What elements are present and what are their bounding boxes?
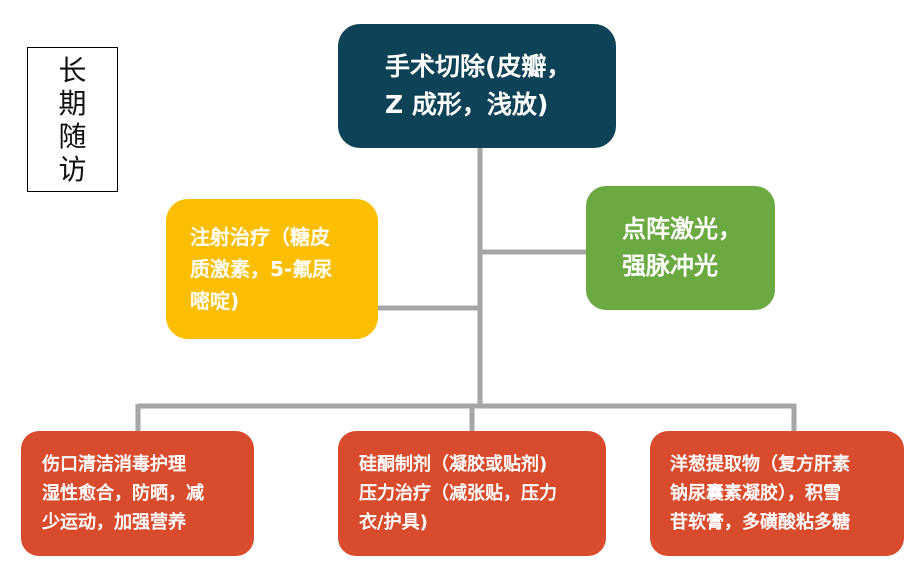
silicone-pressure-node-label: 硅酮制剂（凝胶或贴剂) 压力治疗（减张贴，压力 衣/护具): [359, 454, 557, 533]
surgery-node-label: 手术切除(皮瓣， Z 成形，浅放): [385, 52, 572, 119]
silicone-pressure-node: 硅酮制剂（凝胶或贴剂) 压力治疗（减张贴，压力 衣/护具): [338, 431, 606, 556]
long-term-followup-label: 长 期 随 访: [58, 53, 87, 186]
laser-therapy-node-label: 点阵激光， 强脉冲光: [622, 215, 742, 280]
laser-therapy-node: 点阵激光， 强脉冲光: [586, 186, 775, 310]
wound-care-node-label: 伤口清洁消毒护理 湿性愈合，防晒，减 少运动，加强营养: [42, 454, 204, 533]
topical-medication-node: 洋葱提取物（复方肝素 钠尿囊素凝胶），积雪 苷软膏，多磺酸粘多糖: [650, 431, 904, 556]
wound-care-node: 伤口清洁消毒护理 湿性愈合，防晒，减 少运动，加强营养: [21, 431, 254, 556]
surgery-node: 手术切除(皮瓣， Z 成形，浅放): [338, 24, 616, 148]
injection-therapy-node: 注射治疗（糖皮 质激素，5-氟尿 嘧啶): [166, 199, 378, 339]
topical-medication-node-label: 洋葱提取物（复方肝素 钠尿囊素凝胶），积雪 苷软膏，多磺酸粘多糖: [670, 454, 850, 533]
long-term-followup-box: 长 期 随 访: [27, 47, 118, 192]
injection-therapy-node-label: 注射治疗（糖皮 质激素，5-氟尿 嘧啶): [190, 225, 333, 313]
